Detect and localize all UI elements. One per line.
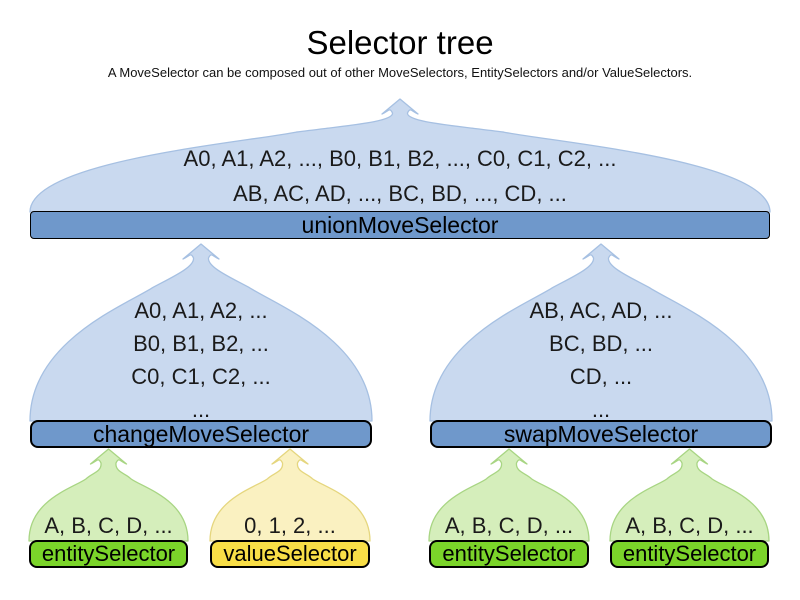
union-funnel-items: A0, A1, A2, ..., B0, B1, B2, ..., C0, C1…: [30, 141, 770, 211]
diagram-title: Selector tree: [306, 24, 494, 61]
value-funnel-items: 0, 1, 2, ...: [210, 509, 370, 542]
value-items-line: 0, 1, 2, ...: [244, 513, 336, 538]
diagram-subtitle: A MoveSelector can be composed out of ot…: [107, 65, 693, 80]
change-items-line1: A0, A1, A2, ...: [134, 298, 268, 323]
change-move-selector-bar: changeMoveSelector: [30, 420, 372, 448]
entity-funnel-items-3: A, B, C, D, ...: [610, 509, 769, 542]
entity-items-line: A, B, C, D, ...: [625, 513, 754, 538]
swap-move-selector-bar: swapMoveSelector: [430, 420, 772, 448]
entity-selector-bar-1: entitySelector: [29, 540, 188, 568]
swap-items-line4: ...: [591, 397, 611, 422]
entity-items-line: A, B, C, D, ...: [44, 513, 173, 538]
swap-funnel-items: AB, AC, AD, ... BC, BD, ... CD, ... ...: [430, 294, 772, 426]
union-items-line2: AB, AC, AD, ..., BC, BD, ..., CD, ...: [233, 181, 567, 206]
entity-selector-bar-2: entitySelector: [429, 540, 589, 568]
entity-selector-label-1: entitySelector: [41, 541, 176, 566]
entity-funnel-items-2: A, B, C, D, ...: [429, 509, 589, 542]
change-items-line3: C0, C1, C2, ...: [131, 364, 271, 389]
value-selector-label: valueSelector: [223, 541, 357, 566]
change-funnel-items: A0, A1, A2, ... B0, B1, B2, ... C0, C1, …: [30, 294, 372, 426]
swap-items-line3: CD, ...: [569, 364, 633, 389]
entity-funnel-items-1: A, B, C, D, ...: [29, 509, 188, 542]
swap-items-line1: AB, AC, AD, ...: [529, 298, 673, 323]
entity-items-line: A, B, C, D, ...: [444, 513, 574, 538]
union-items-line1: A0, A1, A2, ..., B0, B1, B2, ..., C0, C1…: [183, 146, 617, 171]
entity-selector-bar-3: entitySelector: [610, 540, 769, 568]
change-items-line4: ...: [191, 397, 211, 422]
entity-selector-label-3: entitySelector: [622, 541, 757, 566]
entity-selector-label-2: entitySelector: [442, 541, 576, 566]
value-selector-bar: valueSelector: [210, 540, 370, 568]
change-move-selector-label: changeMoveSelector: [92, 420, 310, 447]
change-items-line2: B0, B1, B2, ...: [133, 331, 269, 356]
union-move-selector-bar: unionMoveSelector: [30, 211, 770, 239]
union-move-selector-label: unionMoveSelector: [301, 211, 499, 238]
swap-items-line2: BC, BD, ...: [549, 331, 653, 356]
swap-move-selector-label: swapMoveSelector: [503, 420, 699, 447]
